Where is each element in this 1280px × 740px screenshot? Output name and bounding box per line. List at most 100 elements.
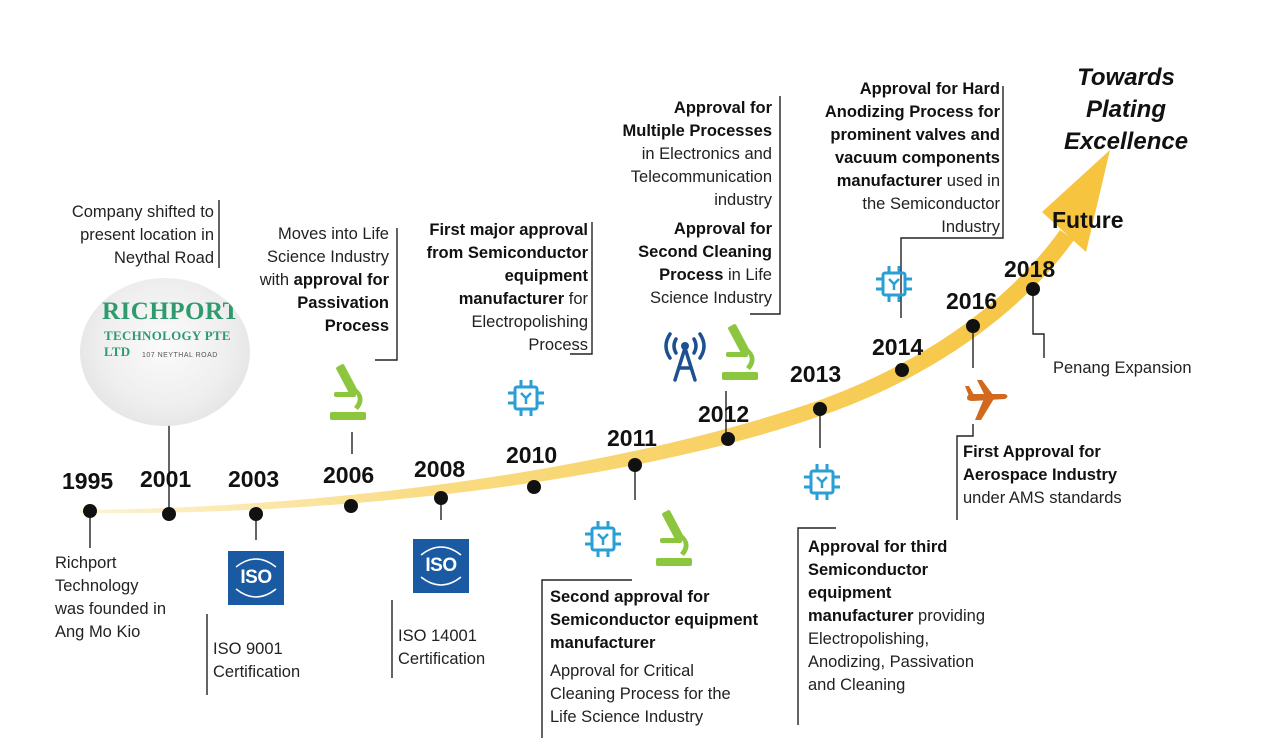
desc-bold-text: Multiple Processes (622, 122, 772, 140)
desc-line: Multiple Processes (623, 120, 772, 143)
dot-2018 (1026, 282, 1040, 296)
desc-text: ISO 9001 (213, 640, 283, 658)
desc-bold-text: First Approval for (963, 443, 1101, 461)
desc-line: prominent valves and (825, 124, 1000, 147)
desc-line: Penang Expansion (1053, 357, 1192, 380)
year-2016: 2016 (946, 288, 998, 314)
desc-line: Industry (825, 216, 1000, 239)
future-label: Future (1052, 207, 1124, 233)
desc-line: ISO 14001 (398, 625, 485, 648)
microscope-icon (722, 324, 758, 380)
desc-line: Richport (55, 552, 166, 575)
desc-line: Life Science Industry (550, 706, 731, 729)
desc-text: Neythal Road (114, 249, 214, 267)
desc-text: ISO 14001 (398, 627, 477, 645)
chip-icon (804, 464, 840, 500)
desc-line: from Semiconductor (427, 242, 588, 265)
dot-2012 (721, 432, 735, 446)
year-2010: 2010 (506, 442, 558, 468)
desc-text: Science Industry (267, 248, 389, 266)
desc-line: Certification (398, 648, 485, 671)
dot-2008 (434, 491, 448, 505)
connector-2014 (900, 86, 1004, 318)
year-2011: 2011 (607, 425, 657, 451)
desc-bold-text: manufacturer (808, 607, 914, 625)
desc-line: Electropolishing (427, 311, 588, 334)
desc-bold-text: approval for (293, 271, 389, 289)
headline-line-3: Excellence (1063, 128, 1189, 155)
desc-text: industry (714, 191, 772, 209)
dot-2014 (895, 363, 909, 377)
dot-2010 (527, 480, 541, 494)
desc-line: Process (260, 315, 389, 338)
desc-text: Approval for Critical (550, 662, 694, 680)
desc-line: present location in (72, 224, 214, 247)
microscope-icon (656, 510, 692, 566)
dot-2011 (628, 458, 642, 472)
desc-bold-text: First major approval (429, 221, 588, 239)
desc-text: Telecommunication (630, 168, 772, 186)
desc-bold-text: Approval for (673, 99, 772, 117)
year-2018: 2018 (1004, 256, 1056, 282)
desc-2001: Company shifted to present location in Ney… (72, 201, 214, 270)
desc-bold-text: equipment (808, 584, 892, 602)
desc-bold-text: Approval for Hard (859, 80, 1000, 98)
desc-line: Process (427, 334, 588, 357)
logo-subtitle: TECHNOLOGY PTE LTD (104, 328, 231, 359)
desc-line: equipment (427, 265, 588, 288)
desc-line: manufacturer used in (825, 170, 1000, 193)
desc-line: Electropolishing, (808, 628, 985, 651)
desc-text: Richport (55, 554, 117, 572)
desc-bold-text: Second approval for (550, 588, 710, 606)
desc-text: Company shifted to (71, 203, 214, 221)
connector-2011-b (541, 579, 632, 738)
desc-line: Telecommunication (623, 166, 772, 189)
desc-line: was founded in (55, 598, 166, 621)
desc-line: Technology (55, 575, 166, 598)
desc-text: Industry (941, 218, 1000, 236)
desc-text: in Life (723, 266, 772, 284)
desc-line: Anodizing, Passivation (808, 651, 985, 674)
chip-icon (508, 380, 544, 416)
desc-bold-text: Anodizing Process for (824, 103, 1000, 121)
year-1995: 1995 (62, 468, 114, 494)
desc-text: Process (528, 336, 588, 354)
year-2013: 2013 (790, 361, 842, 387)
desc-line: and Cleaning (808, 674, 985, 697)
desc-text: Certification (213, 663, 301, 681)
desc-bold-text: Semiconductor equipment (550, 611, 759, 629)
desc-bold-text: Process (324, 317, 389, 335)
airplane-icon (965, 380, 1008, 420)
desc-line: Science Industry (260, 246, 389, 269)
company-sign-photo: RICHPORT TECHNOLOGY PTE LTD 107 NEYTHAL … (80, 278, 250, 426)
desc-line: Approval for Hard (825, 78, 1000, 101)
chip-icon (585, 521, 621, 557)
connector-2016-b (956, 424, 974, 520)
connector-2013-b (797, 527, 836, 725)
desc-line: Approval for third (808, 536, 985, 559)
desc-line: industry (623, 189, 772, 212)
microscope-icon (330, 364, 366, 420)
desc-line: vacuum components (825, 147, 1000, 170)
desc-line: with approval for (260, 269, 389, 292)
desc-text: Electropolishing, (808, 630, 930, 648)
desc-bold-text: prominent valves and (830, 126, 1000, 144)
desc-2018: Penang Expansion (1053, 357, 1192, 380)
headline: Towards Plating Excellence (1046, 62, 1206, 158)
desc-line: Semiconductor equipment (550, 609, 758, 632)
desc-bold-text: Process (659, 266, 724, 284)
desc-line: manufacturer (550, 632, 758, 655)
headline-line-2: Plating (1085, 96, 1166, 123)
desc-line: the Semiconductor (825, 193, 1000, 216)
year-2012: 2012 (698, 401, 750, 427)
milestone-dots (83, 282, 1040, 521)
desc-line: Cleaning Process for the (550, 683, 731, 706)
desc-line: manufacturer providing (808, 605, 985, 628)
